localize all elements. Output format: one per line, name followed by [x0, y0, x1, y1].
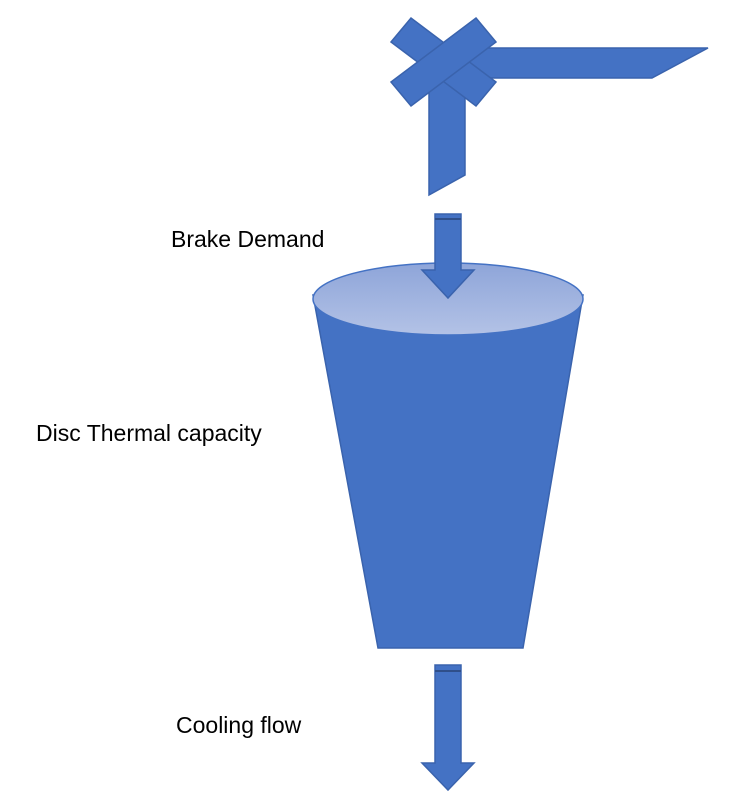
valve-x-bar-2	[389, 16, 498, 108]
supply-pipe	[461, 47, 709, 79]
arrow-shaft	[420, 664, 476, 792]
disc-thermal-container	[312, 262, 584, 649]
cone-body	[312, 294, 584, 649]
cooling-flow-label: Cooling flow	[176, 712, 302, 738]
cooling-flow-arrow	[420, 664, 476, 792]
arrow-shaft	[420, 213, 476, 300]
brake-demand-label: Brake Demand	[171, 226, 325, 252]
disc-thermal-capacity-label: Disc Thermal capacity	[36, 420, 262, 446]
cross-valve-icon	[389, 16, 709, 197]
brake-demand-arrow	[420, 213, 476, 300]
